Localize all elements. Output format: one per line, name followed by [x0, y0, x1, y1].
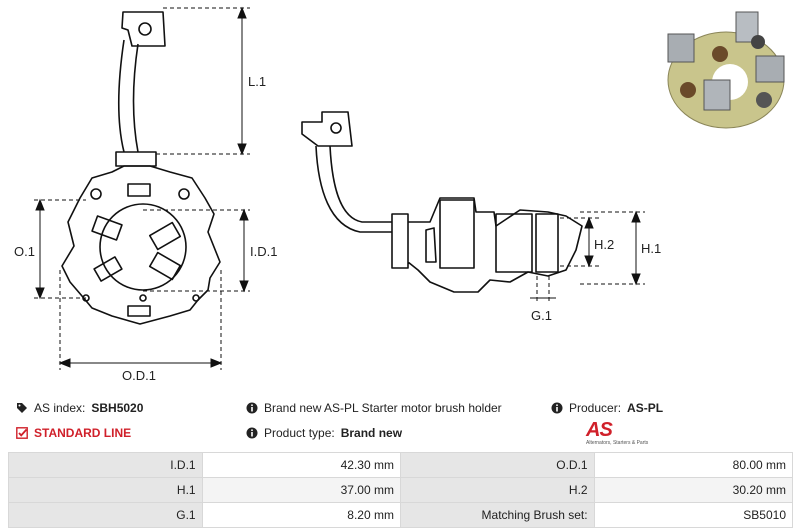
product-photo — [660, 4, 796, 134]
description-row: Brand new AS-PL Starter motor brush hold… — [246, 401, 502, 415]
product-type-label: Product type: — [264, 426, 335, 440]
spec-label: G.1 — [8, 502, 203, 528]
spec-label: H.2 — [399, 477, 595, 503]
table-row: I.D.1 42.30 mm O.D.1 80.00 mm — [8, 452, 794, 478]
spec-label: I.D.1 — [8, 452, 203, 478]
spec-label: Matching Brush set: — [399, 502, 595, 528]
dim-label-l1: L.1 — [248, 74, 266, 89]
matching-brush-set-link[interactable]: SB5010 — [593, 502, 794, 528]
standard-line-label: STANDARD LINE — [34, 426, 132, 440]
info-icon — [551, 402, 563, 414]
technical-drawing: L.1 O.1 I.D.1 O.D.1 H.2 H.1 G.1 — [14, 4, 796, 383]
dim-label-o1: O.1 — [14, 244, 35, 259]
as-index-value: SBH5020 — [91, 401, 144, 415]
table-row: H.1 37.00 mm H.2 30.20 mm — [8, 477, 794, 503]
producer-label: Producer: — [569, 401, 622, 415]
spec-value: 30.20 mm — [593, 477, 794, 503]
checkbox-checked-icon — [16, 427, 28, 439]
brush-holder-front-view — [61, 165, 221, 325]
as-index-label: AS index: — [34, 401, 86, 415]
table-row: G.1 8.20 mm Matching Brush set: SB5010 — [8, 502, 794, 528]
dim-label-id1: I.D.1 — [250, 244, 277, 259]
specs-table: I.D.1 42.30 mm O.D.1 80.00 mm H.1 37.00 … — [8, 452, 794, 528]
tag-icon — [17, 403, 27, 413]
standard-line-row: STANDARD LINE — [16, 426, 131, 440]
logo-mark: AS — [586, 419, 613, 441]
spec-value: 8.20 mm — [201, 502, 401, 528]
dim-label-od1: O.D.1 — [122, 368, 156, 383]
spec-value: 42.30 mm — [201, 452, 401, 478]
info-icon — [246, 402, 258, 414]
terminal-tab-right — [301, 111, 353, 147]
product-description: Brand new AS-PL Starter motor brush hold… — [264, 401, 502, 415]
dim-label-g1: G.1 — [531, 308, 552, 323]
info-icon — [246, 427, 258, 439]
brush-holder-side-view — [391, 197, 583, 293]
dim-label-h2: H.2 — [594, 237, 614, 252]
as-index-row: AS index: SBH5020 — [16, 401, 143, 415]
producer-row: Producer: AS-PL — [551, 401, 663, 415]
spec-label: H.1 — [8, 477, 203, 503]
dim-label-h1: H.1 — [641, 241, 661, 256]
logo-tagline: Alternators, Starters & Parts — [586, 440, 649, 446]
spec-value: 80.00 mm — [593, 452, 794, 478]
product-type-row: Product type: Brand new — [246, 426, 402, 440]
as-pl-logo: AS Alternators, Starters & Parts — [586, 419, 666, 447]
spec-label: O.D.1 — [399, 452, 595, 478]
terminal-tab-left — [121, 11, 166, 47]
spec-value: 37.00 mm — [201, 477, 401, 503]
product-type-value: Brand new — [340, 426, 403, 440]
producer-value: AS-PL — [627, 401, 664, 415]
